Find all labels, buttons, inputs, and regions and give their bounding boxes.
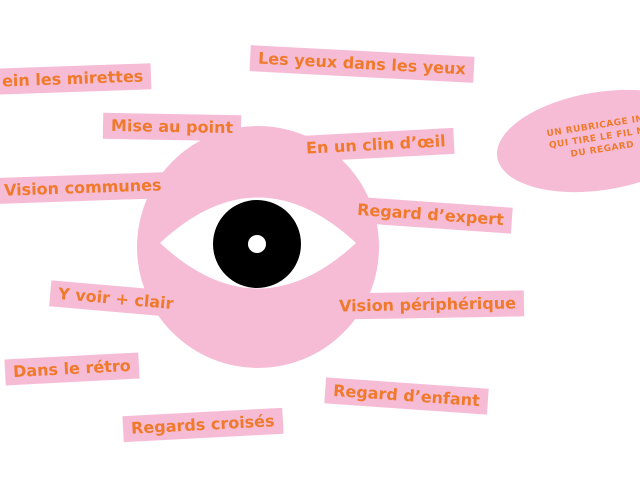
label-mise-au-point: Mise au point xyxy=(102,112,242,142)
label-plein-les-mirettes: ein les mirettes xyxy=(0,63,152,95)
pupil-highlight xyxy=(248,235,266,253)
label-vision-peripherique: Vision périphérique xyxy=(330,290,525,320)
